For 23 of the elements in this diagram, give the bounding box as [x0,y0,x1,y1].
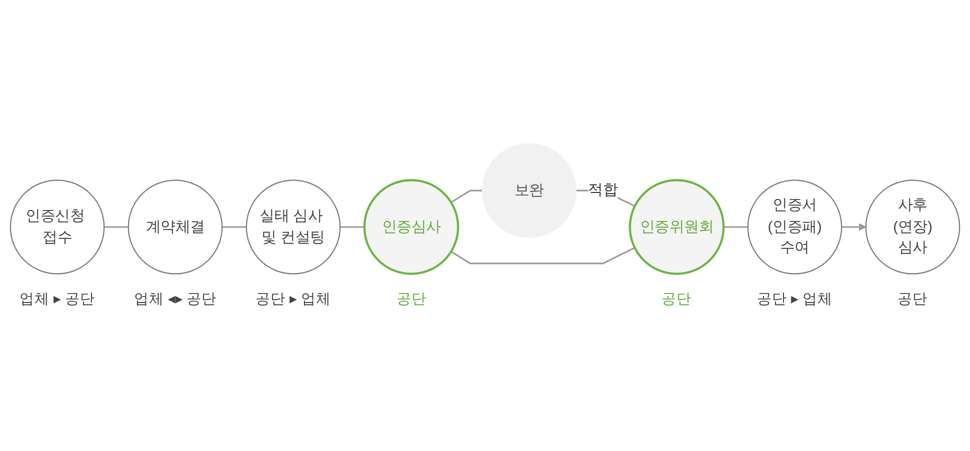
node-circle: 인증심사 [363,179,460,275]
node-circle: 인증서 (인증패) 수여 [747,180,842,274]
node-caption: 공단 ▸ 업체 [255,291,332,308]
node-caption: 공단 ▸ 업체 [756,291,833,308]
node-circle: 계약체결 [128,180,223,274]
node-circle: 보완 [482,143,577,238]
connector [724,226,748,228]
connector [450,190,482,204]
connector [450,247,636,264]
node-caption: 공단 [898,291,928,308]
connector [340,226,364,228]
node-caption: 업체 ◂▸ 공단 [134,291,217,308]
node-caption: 공단 [662,291,692,308]
node-circle: 인증위원회 [628,179,725,275]
arrow [842,223,866,231]
connector [104,226,128,228]
node-circle: 인증신청 접수 [10,180,105,274]
node-circle: 실태 심사 및 컨설팅 [246,180,341,274]
connector [222,226,246,228]
node-circle: 사후 (연장) 심사 [865,180,960,274]
node-caption: 공단 [396,291,426,308]
edge-label: 적합 [588,182,618,198]
node-caption: 업체 ▸ 공단 [19,291,96,308]
